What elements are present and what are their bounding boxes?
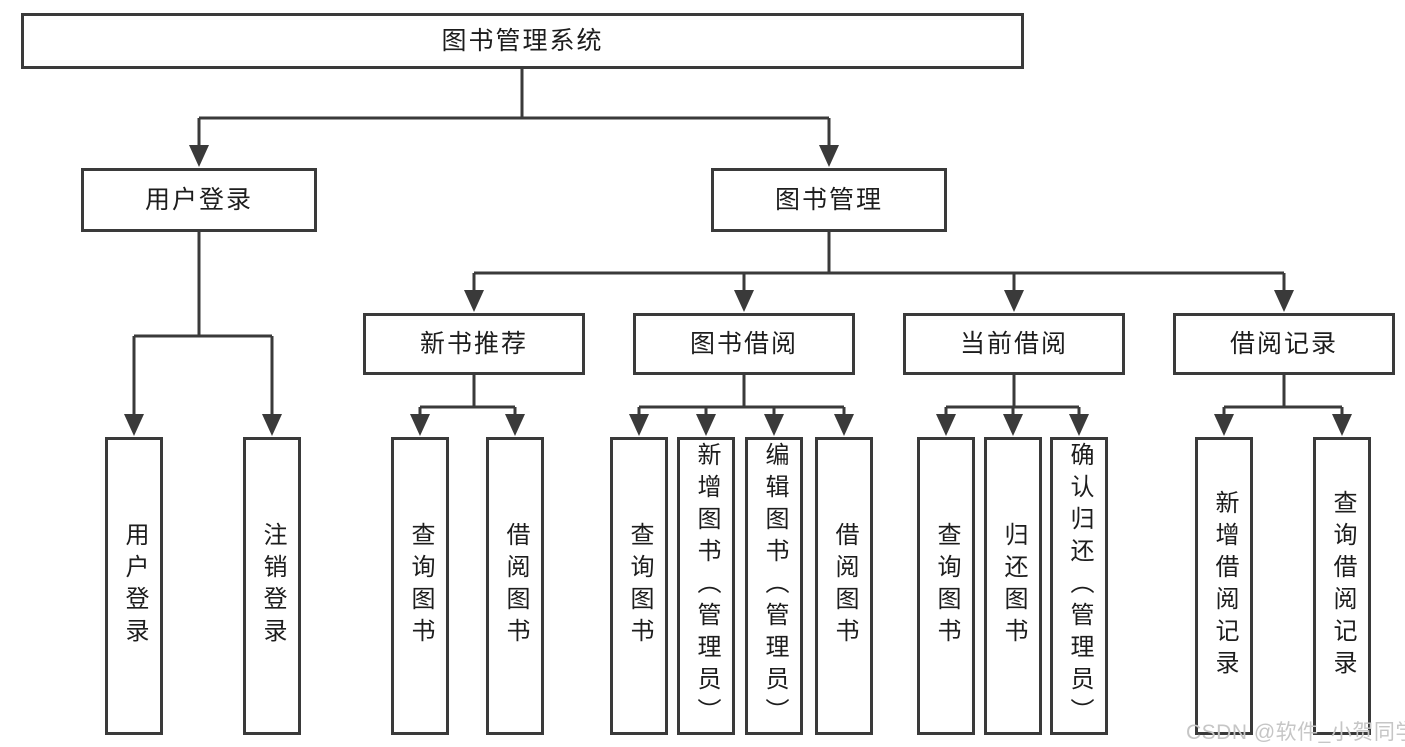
node-book-borrowing: 图书借阅 [633, 313, 855, 375]
arrowhead-layer [124, 145, 1352, 436]
node-label: 图书借阅 [689, 329, 798, 358]
leaf-query-books: 查询图书 [917, 437, 975, 735]
leaf-label: 借阅图书 [831, 522, 858, 650]
leaf-query-books: 查询图书 [391, 437, 449, 735]
node-label: 用户登录 [144, 185, 253, 214]
leaf-label: 新增图书（管理员） [693, 442, 720, 730]
node-borrowing-records: 借阅记录 [1173, 313, 1395, 375]
node-current-borrowing: 当前借阅 [903, 313, 1125, 375]
leaf-borrow-books: 借阅图书 [815, 437, 873, 735]
leaf-label: 归还图书 [1000, 522, 1027, 650]
leaf-label: 确认归还（管理员） [1066, 442, 1093, 730]
node-label: 当前借阅 [959, 329, 1068, 358]
leaf-label: 借阅图书 [502, 522, 529, 650]
node-label: 借阅记录 [1229, 329, 1338, 358]
leaf-label: 用户登录 [121, 522, 148, 650]
leaf-query-borrow-record: 查询借阅记录 [1313, 437, 1371, 735]
leaf-edit-books-admin: 编辑图书（管理员） [745, 437, 803, 735]
leaf-label: 新增借阅记录 [1211, 490, 1238, 682]
node-user-login: 用户登录 [81, 168, 317, 232]
leaf-return-books: 归还图书 [984, 437, 1042, 735]
node-library-management-system: 图书管理系统 [21, 13, 1024, 69]
leaf-label: 查询图书 [407, 522, 434, 650]
leaf-borrow-books: 借阅图书 [486, 437, 544, 735]
leaf-add-borrow-record: 新增借阅记录 [1195, 437, 1253, 735]
leaf-user-login: 用户登录 [105, 437, 163, 735]
node-label: 新书推荐 [419, 329, 528, 358]
leaf-label: 查询图书 [626, 522, 653, 650]
csdn-watermark: CSDN @软件_小贺同学 [1186, 721, 1405, 744]
node-new-book-recommendation: 新书推荐 [363, 313, 585, 375]
leaf-confirm-return-admin: 确认归还（管理员） [1050, 437, 1108, 735]
leaf-add-books-admin: 新增图书（管理员） [677, 437, 735, 735]
leaf-query-books: 查询图书 [610, 437, 668, 735]
leaf-label: 注销登录 [259, 522, 286, 650]
leaf-label: 查询图书 [933, 522, 960, 650]
connector-line-layer [132, 69, 1344, 415]
node-label: 图书管理 [774, 185, 883, 214]
node-label: 图书管理系统 [441, 26, 604, 55]
leaf-logout: 注销登录 [243, 437, 301, 735]
leaf-label: 编辑图书（管理员） [761, 442, 788, 730]
node-book-management: 图书管理 [711, 168, 947, 232]
leaf-label: 查询借阅记录 [1329, 490, 1356, 682]
